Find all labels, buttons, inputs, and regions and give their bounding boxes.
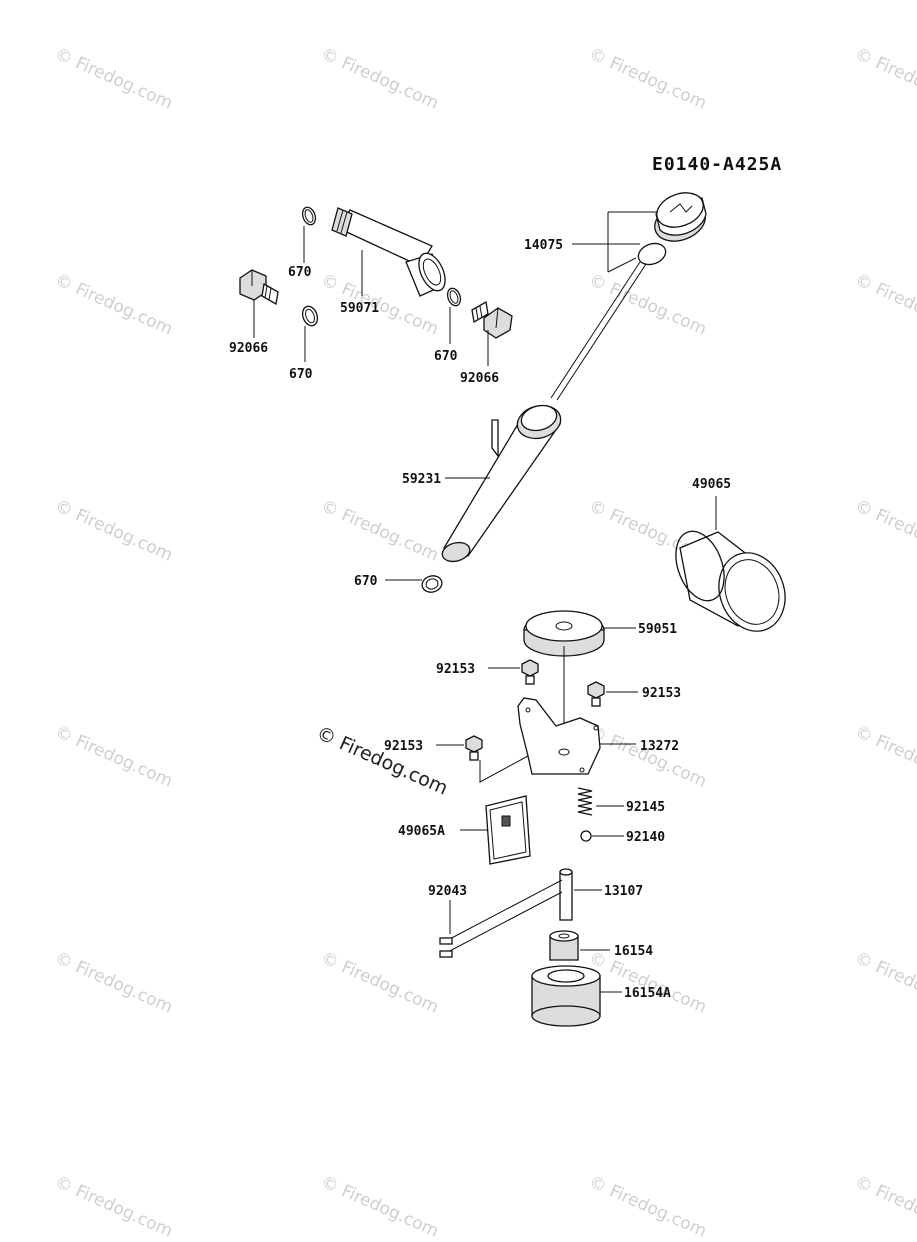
label-bolt-top[interactable]: 92153 bbox=[436, 662, 475, 677]
screen-part[interactable] bbox=[460, 795, 531, 865]
label-plate[interactable]: 13272 bbox=[640, 739, 679, 754]
label-oring-b[interactable]: 670 bbox=[289, 367, 313, 382]
parts-diagram: © Firedog.com © Firedog.com © Firedog.co… bbox=[52, 44, 917, 1242]
label-spring[interactable]: 92145 bbox=[626, 800, 665, 815]
parts-drawing: 670 59071 92066 670 670 92066 14075 5923… bbox=[229, 187, 796, 1027]
label-plug-left[interactable]: 92066 bbox=[229, 341, 268, 356]
label-ball[interactable]: 92140 bbox=[626, 830, 665, 845]
bolt-left-part[interactable] bbox=[436, 735, 483, 761]
plate-part[interactable] bbox=[479, 697, 636, 783]
plug-right-part[interactable] bbox=[471, 300, 513, 366]
label-shaft[interactable]: 13107 bbox=[604, 884, 643, 899]
oring-d-part[interactable] bbox=[385, 574, 444, 595]
oring-a-part[interactable] bbox=[300, 205, 317, 263]
spring-part[interactable] bbox=[577, 787, 624, 816]
oring-c-part[interactable] bbox=[445, 286, 462, 344]
label-oil-filter[interactable]: 49065 bbox=[692, 477, 731, 492]
shaft-part[interactable] bbox=[559, 868, 602, 921]
oring-b-part[interactable] bbox=[300, 304, 320, 362]
oil-filter-part[interactable] bbox=[667, 496, 796, 641]
plug-left-part[interactable] bbox=[239, 269, 279, 338]
gear-part[interactable] bbox=[523, 610, 636, 752]
label-pipe[interactable]: 59071 bbox=[340, 301, 379, 316]
pin-part[interactable] bbox=[439, 879, 563, 958]
label-gear[interactable]: 59051 bbox=[638, 622, 677, 637]
rotor-outer-part[interactable] bbox=[531, 965, 622, 1027]
label-rotor-outer[interactable]: 16154A bbox=[624, 986, 671, 1001]
label-pin[interactable]: 92043 bbox=[428, 884, 467, 899]
label-screen[interactable]: 49065A bbox=[398, 824, 445, 839]
label-bolt-left[interactable]: 92153 bbox=[384, 739, 423, 754]
label-oring-c[interactable]: 670 bbox=[434, 349, 458, 364]
filler-tube-part[interactable] bbox=[440, 401, 564, 564]
label-bolt-right[interactable]: 92153 bbox=[642, 686, 681, 701]
label-oring-d[interactable]: 670 bbox=[354, 574, 378, 589]
label-oil-cap-dipstick[interactable]: 14075 bbox=[524, 238, 563, 253]
diagram-code: E0140-A425A bbox=[652, 154, 783, 175]
label-plug-right[interactable]: 92066 bbox=[460, 371, 499, 386]
label-rotor-inner[interactable]: 16154 bbox=[614, 944, 653, 959]
pipe-part[interactable] bbox=[331, 207, 450, 297]
label-oring-a[interactable]: 670 bbox=[288, 265, 312, 280]
label-filler-tube[interactable]: 59231 bbox=[402, 472, 441, 487]
bolt-top-part[interactable] bbox=[488, 659, 539, 685]
bolt-right-part[interactable] bbox=[587, 681, 638, 707]
ball-part[interactable] bbox=[580, 830, 624, 842]
rotor-inner-part[interactable] bbox=[549, 930, 610, 961]
oil-cap-dipstick-part[interactable] bbox=[550, 187, 711, 401]
